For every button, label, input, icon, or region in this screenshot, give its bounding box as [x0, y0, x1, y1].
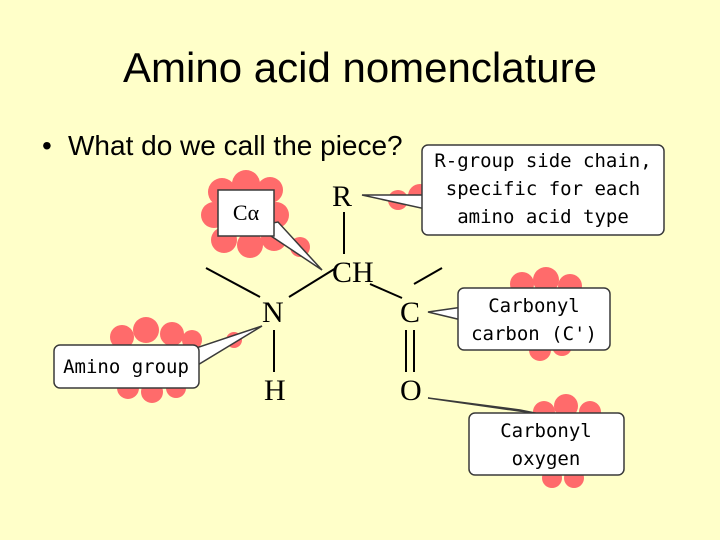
rgroup-line-3: amino acid type	[457, 206, 629, 228]
atom-c: C	[400, 296, 420, 329]
slide-title: Amino acid nomenclature	[123, 44, 597, 91]
rgroup-callout-box	[421, 144, 665, 236]
carbonyl-oxygen-line-1: Carbonyl	[500, 420, 592, 442]
carbonyl-carbon-callout-box	[457, 287, 611, 351]
atom-r: R	[332, 180, 352, 213]
atom-o: O	[400, 374, 422, 407]
bullet-marker: •	[42, 130, 52, 161]
bullet-question: • What do we call the piece?	[42, 130, 403, 162]
carbonyl-carbon-line-2: carbon (C')	[471, 323, 597, 345]
carbonyl-carbon-line-1: Carbonyl	[488, 295, 580, 317]
amino-label: Amino group	[63, 356, 189, 378]
carbonyl-oxygen-line-2: oxygen	[512, 448, 581, 470]
molecule-bonds	[205, 212, 443, 372]
amino-callout-box	[53, 344, 200, 389]
carbonyl-oxygen-callout-box	[468, 412, 625, 476]
atom-h: H	[264, 374, 286, 407]
rgroup-line-1: R-group side chain,	[434, 150, 651, 172]
bullet-text: What do we call the piece?	[68, 130, 403, 161]
rgroup-line-2: specific for each	[446, 178, 640, 200]
calpha-label: Cα	[233, 200, 260, 225]
atom-ch: CH	[332, 256, 374, 289]
atom-n: N	[262, 296, 284, 329]
calpha-callout-box	[217, 189, 275, 237]
